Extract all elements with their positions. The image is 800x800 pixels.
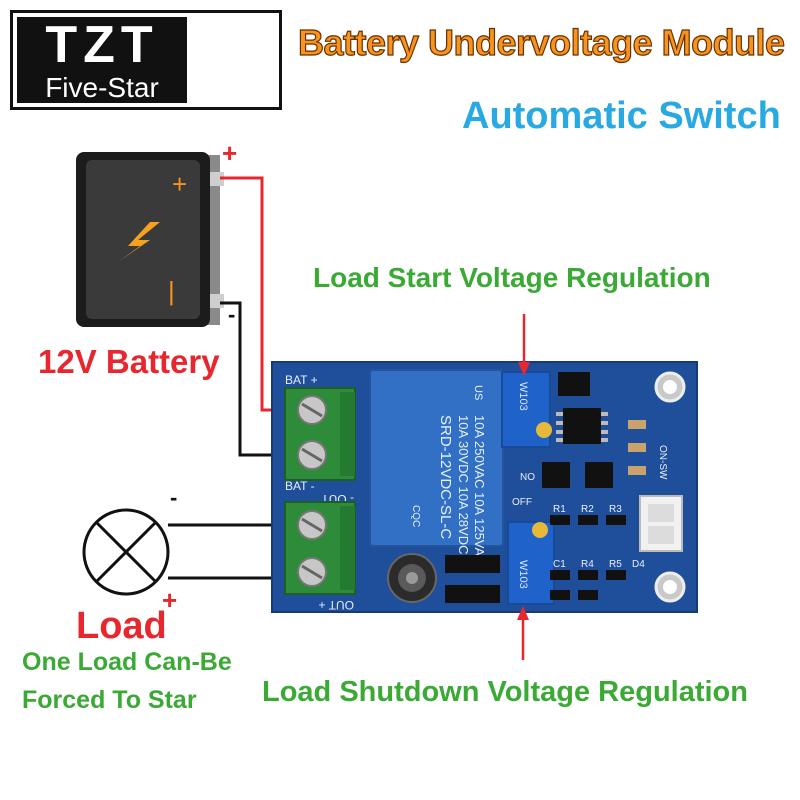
battery-label: 12V Battery xyxy=(38,343,220,380)
switch-connector xyxy=(639,495,683,552)
diode-2 xyxy=(445,585,500,603)
arrow-load-shutdown xyxy=(517,606,529,660)
transistor-top xyxy=(558,372,590,396)
lightning-icon xyxy=(118,222,160,262)
relay-brand: US xyxy=(472,385,484,400)
brand-logo: TZT Five-Star xyxy=(10,10,282,110)
battery-terminal-block xyxy=(284,387,356,481)
diode-1 xyxy=(445,555,500,573)
svg-text:BAT -: BAT - xyxy=(285,479,315,493)
ic-chip xyxy=(556,408,608,444)
svg-text:BAT +: BAT + xyxy=(285,373,318,387)
battery-minus-sign: - xyxy=(228,302,236,327)
logo-brand: TZT xyxy=(45,16,159,74)
relay: US 10A 250VAC 10A 125VAC 10A 30VDC 10A 2… xyxy=(369,369,504,566)
negative-wire xyxy=(220,301,300,457)
svg-text:R1: R1 xyxy=(553,504,566,515)
logo-text-box: TZT Five-Star xyxy=(17,17,187,103)
load-label: Load xyxy=(76,605,167,647)
svg-text:10A 30VDC 10A 28VDC: 10A 30VDC 10A 28VDC xyxy=(456,415,471,554)
load-note-line1: One Load Can-Be xyxy=(22,648,232,676)
svg-text:R5: R5 xyxy=(609,559,622,570)
svg-text:W103: W103 xyxy=(517,560,529,589)
svg-text:R2: R2 xyxy=(581,504,594,515)
logo-tagline: Five-Star xyxy=(45,72,159,103)
svg-text:SRD-12VDC-SL-C: SRD-12VDC-SL-C xyxy=(437,415,454,539)
load-plus-sign: + xyxy=(162,585,178,615)
svg-text:+: + xyxy=(172,169,187,199)
load-note-line2: Forced To Star xyxy=(22,686,197,714)
page-subtitle: Automatic Switch xyxy=(462,95,781,137)
svg-text:R3: R3 xyxy=(609,504,622,515)
svg-text:D4: D4 xyxy=(632,559,645,570)
svg-text:R4: R4 xyxy=(581,559,594,570)
load-start-label: Load Start Voltage Regulation xyxy=(313,262,711,293)
resistor-array xyxy=(550,420,646,600)
load-shutdown-label: Load Shutdown Voltage Regulation xyxy=(262,676,748,708)
page-title: Battery Undervoltage Module xyxy=(297,21,785,63)
output-terminal-block xyxy=(284,501,356,595)
transistor-1 xyxy=(542,462,570,488)
svg-text:C1: C1 xyxy=(553,559,566,570)
transistor-2 xyxy=(585,462,613,488)
potentiometer-shutdown: W103 xyxy=(507,521,555,605)
battery-minus-mark: | xyxy=(168,276,175,306)
arrow-load-start xyxy=(518,314,530,376)
svg-text:OFF: OFF xyxy=(512,497,532,508)
capacitor xyxy=(387,553,437,603)
silkscreen-labels: NO OFF R1 R2 R3 C1 R4 R5 D4 ON-SW xyxy=(512,445,668,570)
svg-text:OUT +: OUT + xyxy=(319,598,354,612)
svg-text:CQC: CQC xyxy=(410,505,421,527)
load-minus-sign: - xyxy=(170,485,178,510)
lamp-icon xyxy=(82,508,170,596)
potentiometer-start: W103 xyxy=(501,371,552,448)
battery-icon: + | xyxy=(76,152,224,327)
svg-text:W103: W103 xyxy=(517,382,529,411)
battery-plus-sign: + xyxy=(222,138,238,168)
svg-text:NO: NO xyxy=(520,472,535,483)
svg-text:ON-SW: ON-SW xyxy=(657,445,668,480)
svg-text:10A 250VAC 10A 125VAC: 10A 250VAC 10A 125VAC xyxy=(472,415,487,566)
